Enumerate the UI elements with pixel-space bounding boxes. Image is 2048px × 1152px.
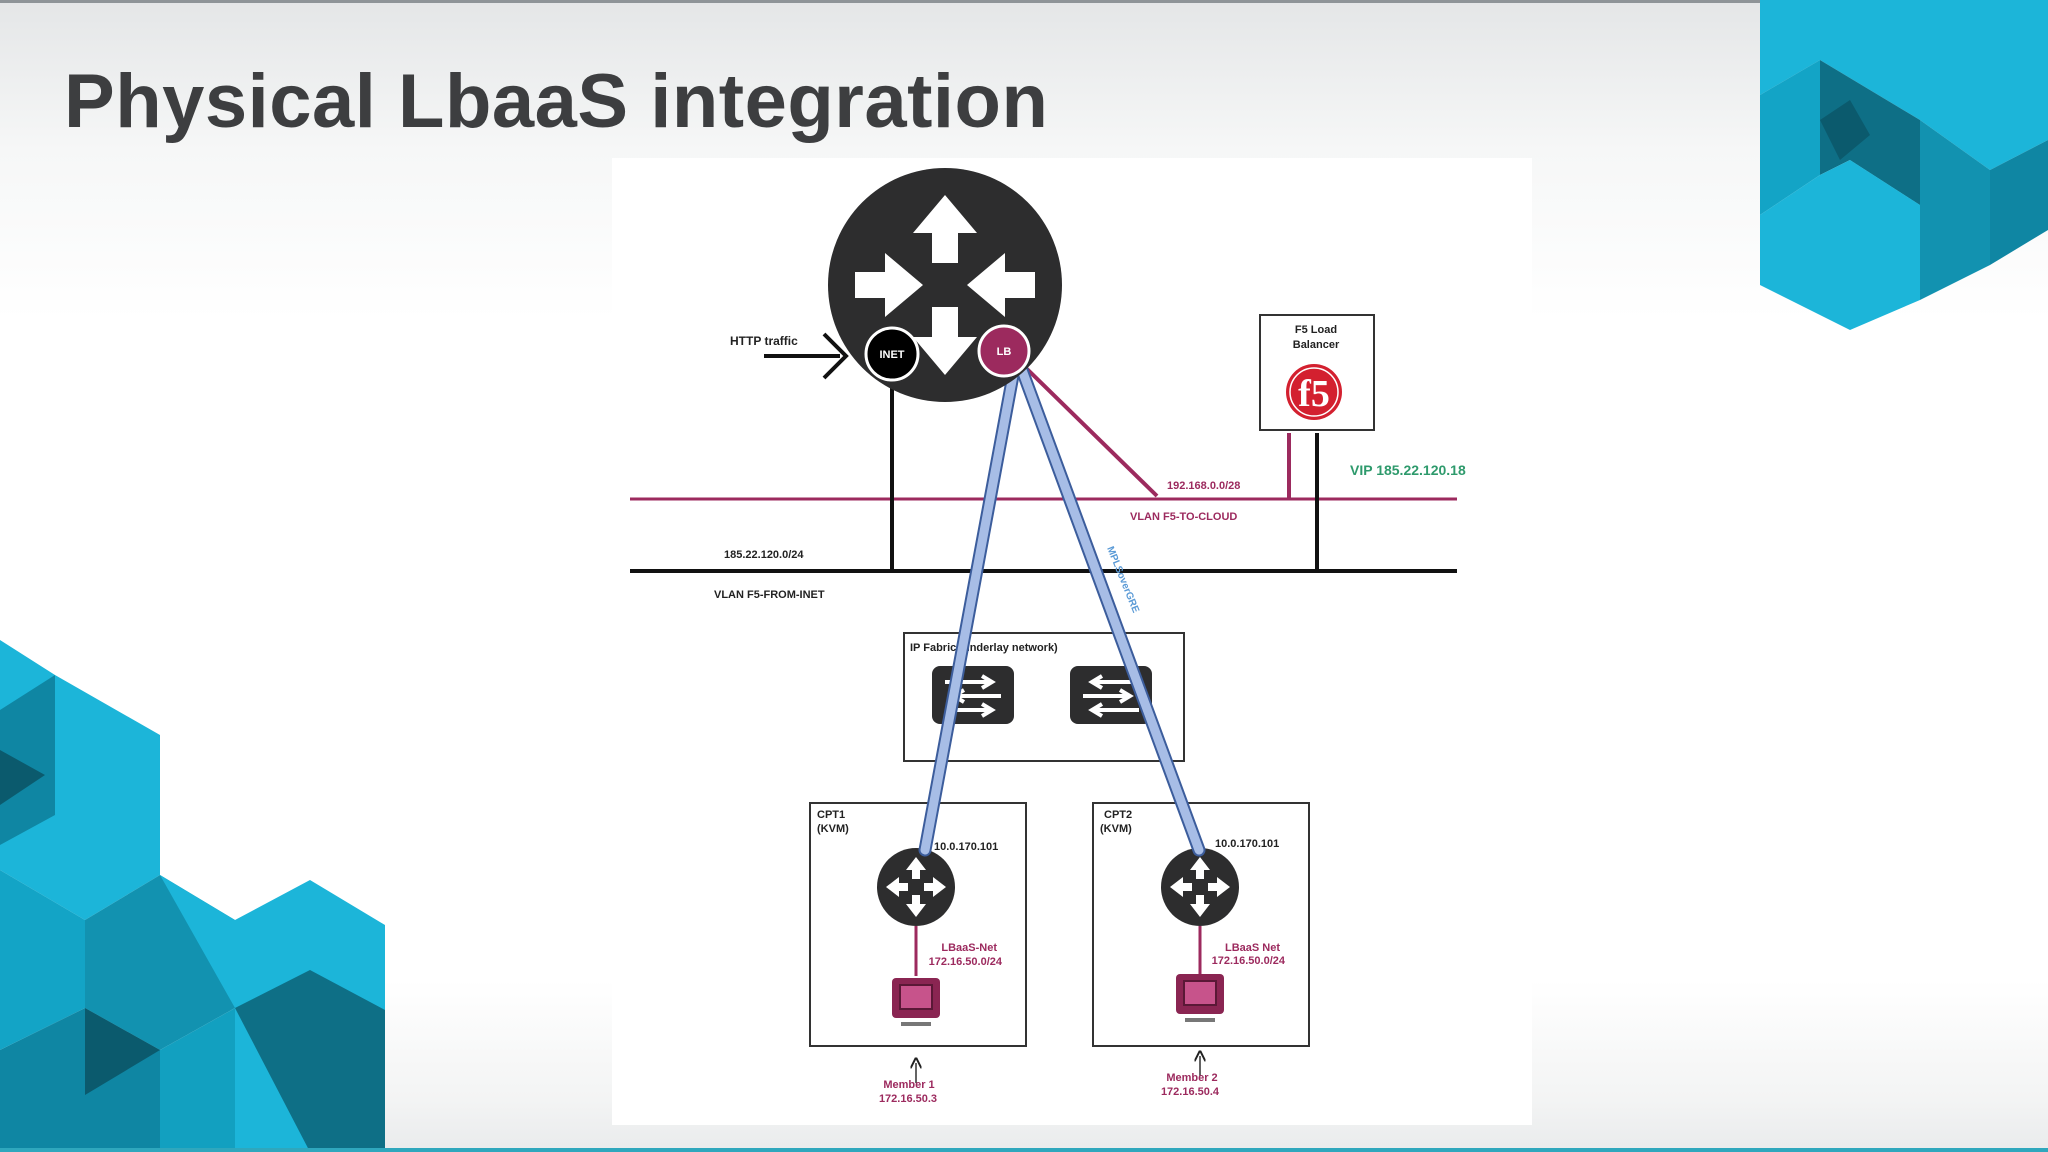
lb-port: LB bbox=[977, 324, 1031, 378]
ip-fabric-label: IP Fabric (underlay network) bbox=[910, 642, 1058, 654]
vip-label: VIP 185.22.120.18 bbox=[1350, 462, 1466, 478]
bottom-rule bbox=[0, 1148, 2048, 1152]
inet-subnet-label: 185.22.120.0/24 bbox=[724, 549, 804, 561]
vrouter-icon bbox=[877, 848, 955, 926]
mpls-over-gre-tunnel bbox=[918, 363, 1021, 857]
vm-monitor-icon bbox=[892, 978, 940, 1026]
decorative-cubes-top-right bbox=[1760, 0, 2048, 330]
network-diagram-canvas: HTTP traffic IP Fabric (underlay network… bbox=[630, 168, 1466, 1105]
inet-port-label: INET bbox=[879, 349, 904, 361]
compute-ip: 10.0.170.101 bbox=[934, 841, 998, 853]
tenant-net-name: LBaaS-Net bbox=[941, 942, 997, 954]
f5-logo: f5 bbox=[1286, 364, 1342, 420]
member-name: Member 2 bbox=[1166, 1072, 1217, 1084]
compute-name: CPT1 bbox=[817, 809, 845, 821]
tenant-net-subnet: 172.16.50.0/24 bbox=[1212, 955, 1286, 967]
lb-port-label: LB bbox=[997, 346, 1012, 358]
vrouter-icon bbox=[1161, 848, 1239, 926]
decorative-cubes-bottom-left bbox=[0, 640, 385, 1152]
f5-title-line1: F5 Load bbox=[1295, 324, 1337, 336]
vlan-f5-from-inet-label: VLAN F5-FROM-INET bbox=[714, 589, 825, 601]
vlan-f5-to-cloud-label: VLAN F5-TO-CLOUD bbox=[1130, 511, 1237, 523]
compute-name: CPT2 bbox=[1104, 809, 1132, 821]
f5-title-line2: Balancer bbox=[1293, 339, 1340, 351]
lb-to-vlan-link bbox=[1024, 366, 1159, 498]
inet-port: INET bbox=[864, 326, 920, 382]
compute-ip: 10.0.170.101 bbox=[1215, 838, 1279, 850]
top-rule bbox=[0, 0, 2048, 3]
member-ip: 172.16.50.3 bbox=[879, 1093, 937, 1105]
http-traffic-label: HTTP traffic bbox=[730, 334, 798, 348]
vm-monitor-icon bbox=[1176, 974, 1224, 1022]
member-name: Member 1 bbox=[883, 1079, 934, 1091]
member-ip: 172.16.50.4 bbox=[1161, 1086, 1220, 1098]
tenant-net-name: LBaaS Net bbox=[1225, 942, 1280, 954]
f5-cloud-subnet-label: 192.168.0.0/28 bbox=[1167, 480, 1240, 492]
http-traffic-arrowhead bbox=[822, 332, 849, 380]
gateway-router-icon bbox=[828, 168, 1062, 402]
compute-hypervisor: (KVM) bbox=[817, 823, 849, 835]
f5-logo-text: f5 bbox=[1298, 373, 1330, 415]
network-diagram: HTTP traffic IP Fabric (underlay network… bbox=[612, 158, 1532, 1125]
tenant-net-subnet: 172.16.50.0/24 bbox=[929, 956, 1003, 968]
compute-hypervisor: (KVM) bbox=[1100, 823, 1132, 835]
mpls-over-gre-tunnel bbox=[1015, 363, 1206, 857]
slide-title: Physical LbaaS integration bbox=[64, 59, 1049, 144]
